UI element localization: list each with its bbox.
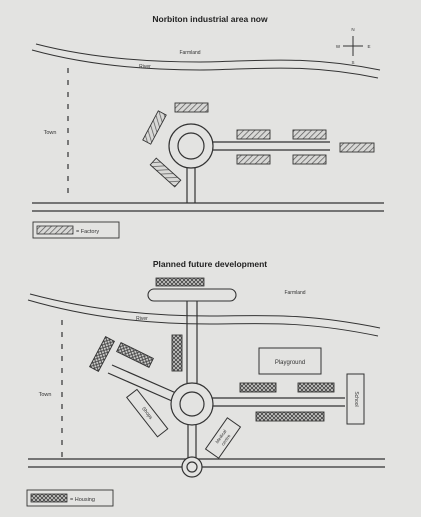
roundabout-now [168, 123, 214, 169]
compass-w: W [336, 44, 341, 49]
map-future-title: Planned future development [153, 259, 267, 269]
compass-s: S [351, 60, 354, 65]
north-road-future [186, 301, 198, 383]
east-road-now [205, 141, 330, 151]
farmland-future-label: Farmland [284, 290, 305, 296]
playground: Playground [258, 347, 322, 375]
housing-future [88, 334, 335, 422]
shops: Shops [126, 388, 169, 438]
compass-e: E [367, 44, 370, 49]
south-road-now [186, 165, 196, 203]
river-now-label: River [139, 64, 151, 70]
roundabout-future [170, 382, 214, 426]
farmland-now-label: Farmland [179, 50, 200, 56]
compass-icon: N S E W [336, 27, 371, 65]
small-roundabout [181, 456, 203, 478]
medical-centre: Medical centre [204, 417, 242, 459]
south-road-future [187, 420, 197, 459]
river-now [31, 43, 381, 79]
town-now-label: Town [44, 130, 57, 136]
factory [236, 154, 271, 165]
factories-now [142, 102, 375, 188]
housing-block [155, 277, 205, 287]
housing-block [255, 411, 325, 422]
housing-block [297, 382, 335, 393]
town-future-label: Town [39, 392, 52, 398]
river-future-label: River [136, 316, 148, 322]
medical-label-2: centre [220, 433, 232, 447]
legend-housing-label: = Housing [70, 497, 95, 503]
east-road-future [210, 397, 345, 407]
factory [339, 142, 375, 153]
river-future [27, 293, 381, 337]
legend-factory: = Factory [32, 221, 120, 239]
legend-factory-label: = Factory [76, 229, 99, 235]
school-label: School [353, 391, 359, 406]
factory [174, 102, 209, 113]
school: School [346, 373, 365, 425]
north-loop-road [147, 277, 237, 302]
main-road-future [28, 458, 385, 468]
factory [292, 129, 327, 140]
housing-block [239, 382, 277, 393]
playground-label: Playground [275, 360, 305, 366]
compass-n: N [351, 27, 354, 32]
housing-block [88, 336, 116, 372]
factory [142, 110, 167, 145]
map-now-title: Norbiton industrial area now [152, 14, 268, 24]
factory [236, 129, 271, 140]
factory [149, 157, 182, 188]
main-road-now [32, 202, 384, 212]
housing-block [171, 334, 183, 372]
housing-block [116, 342, 154, 368]
nw-road-future [107, 364, 177, 402]
factory [292, 154, 327, 165]
legend-housing: = Housing [26, 489, 114, 507]
